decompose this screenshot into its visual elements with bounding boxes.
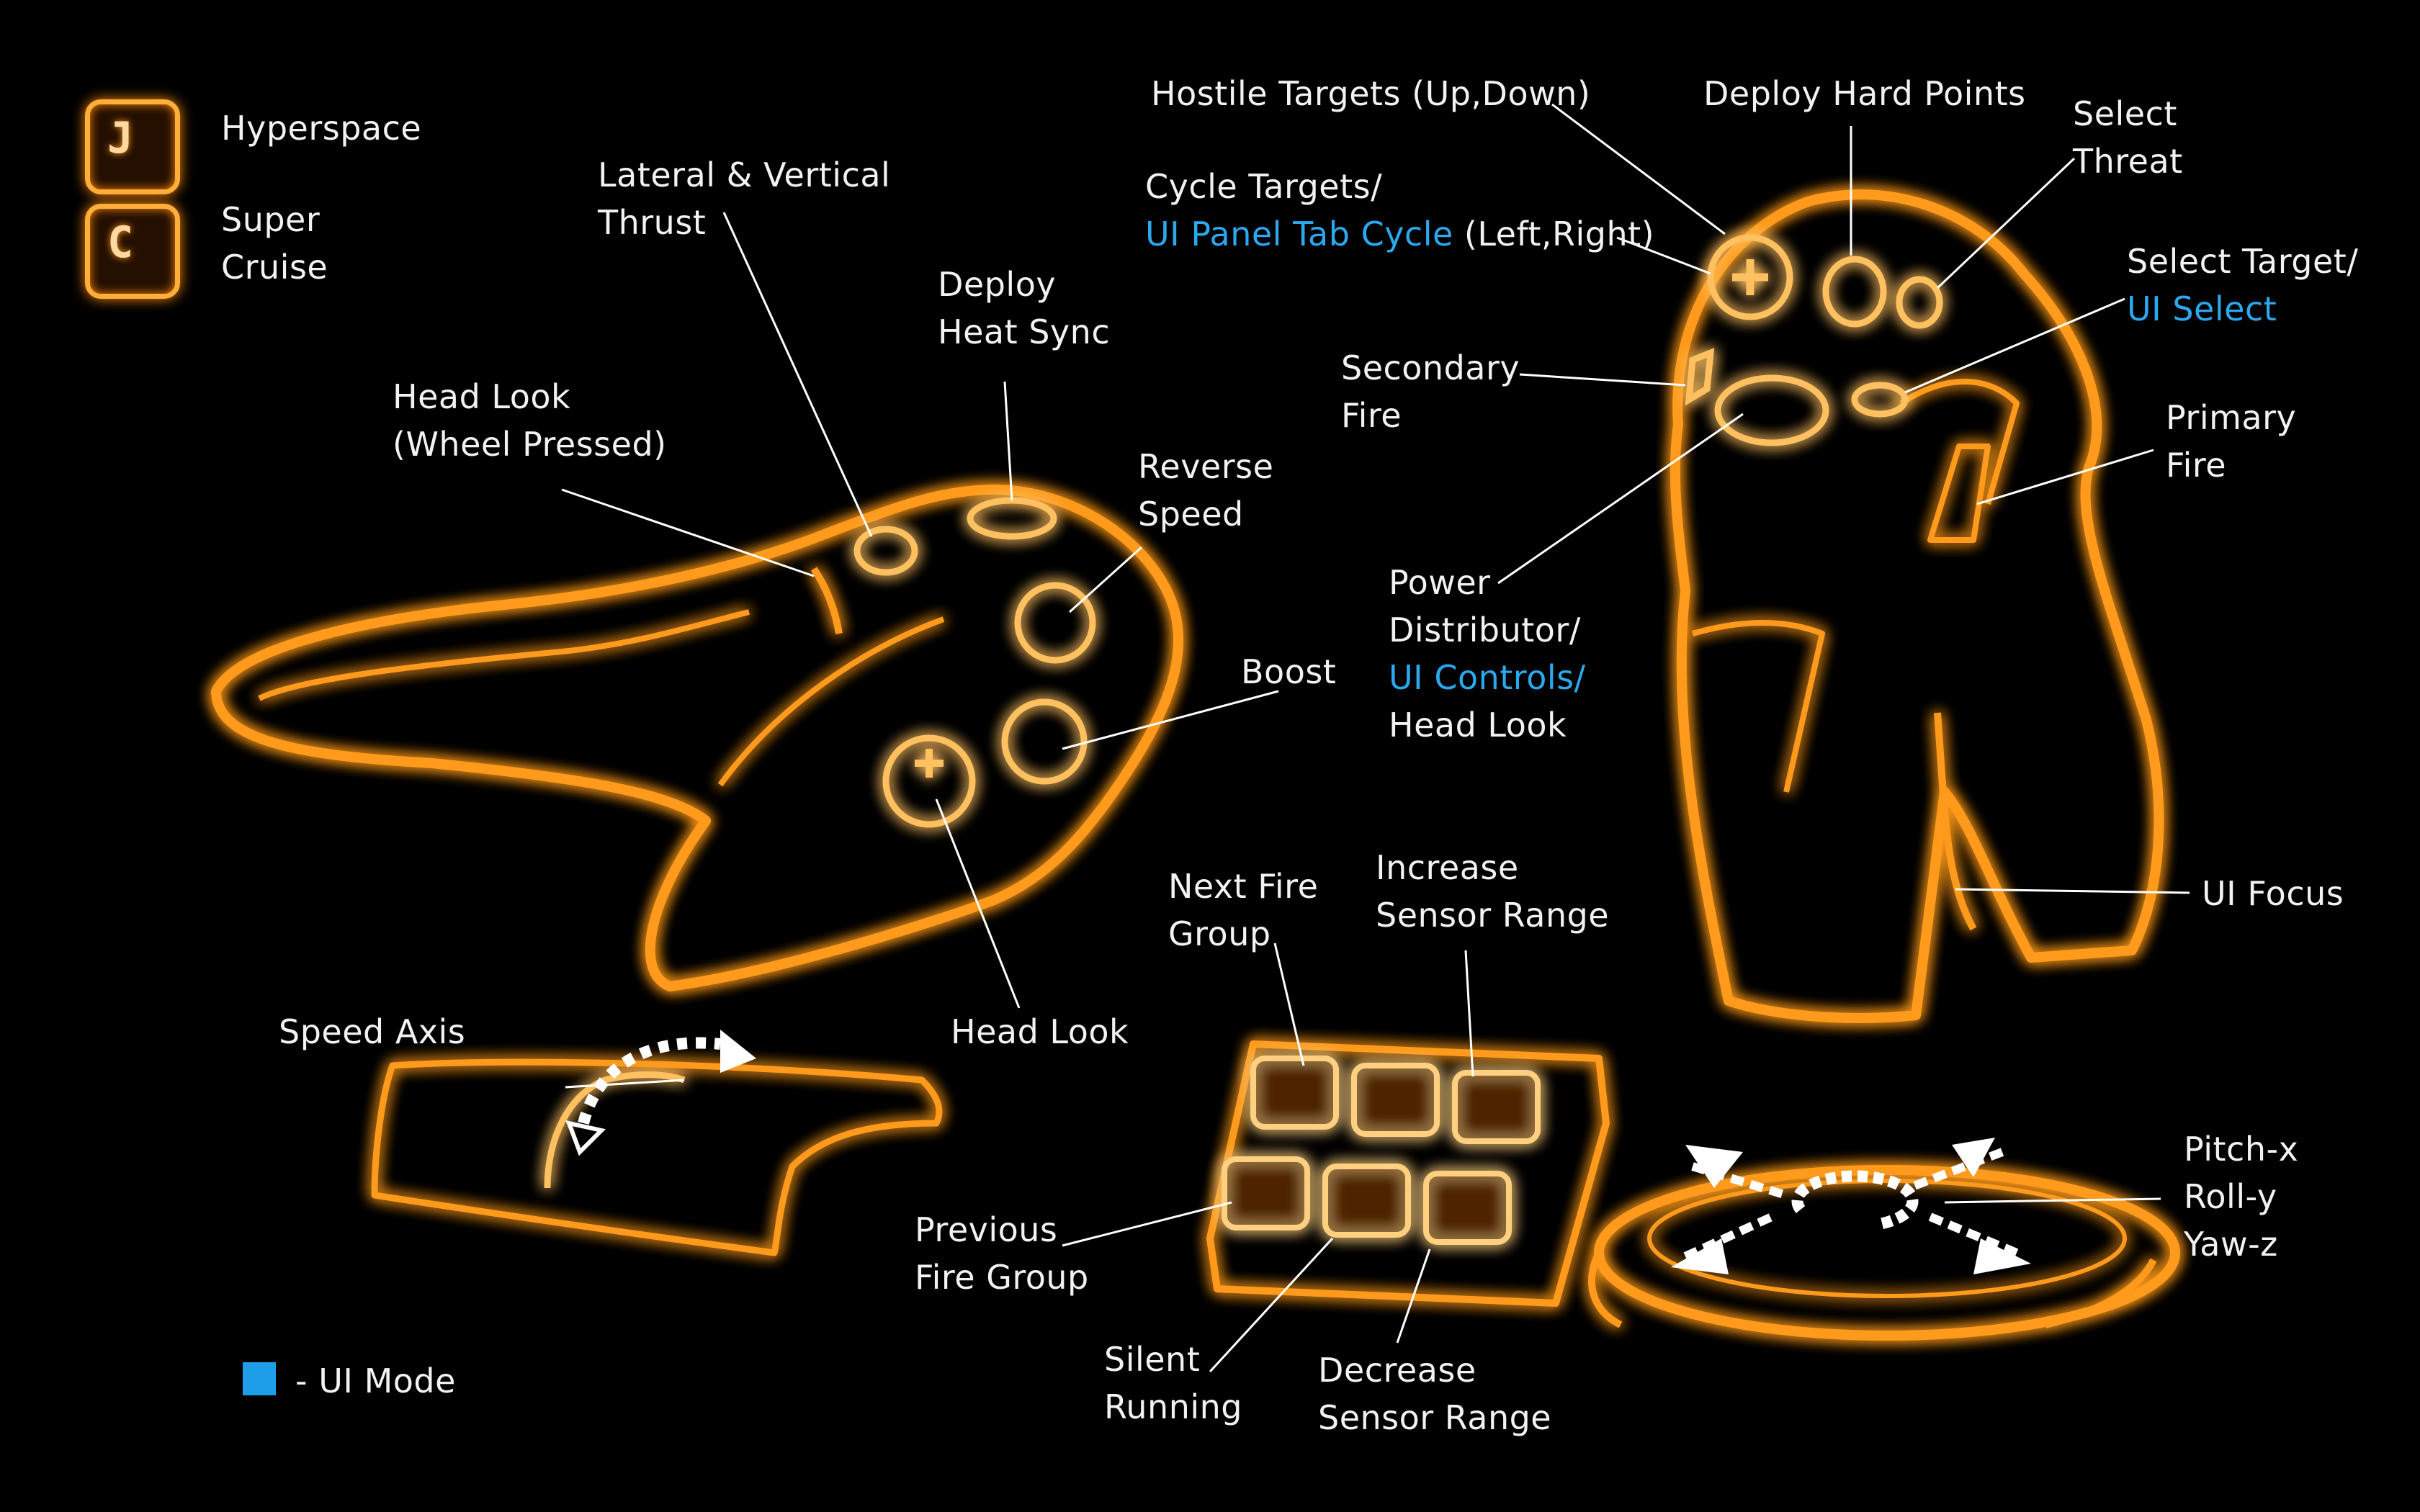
power-ui: UI Controls/: [1389, 654, 1586, 701]
heat-line2: Heat Sync: [938, 308, 1110, 356]
headlook-text: Head Look: [951, 1008, 1129, 1056]
supercruise-key-letter: C: [107, 217, 133, 268]
select-target-ui: UI Select: [2127, 285, 2358, 333]
primary-fire-label: Primary Fire: [2166, 394, 2296, 489]
reverse-line1: Reverse: [1138, 443, 1273, 490]
primary-line2: Fire: [2166, 441, 2296, 489]
ui-mode-swatch: [243, 1362, 276, 1395]
power-line2: Distributor/: [1389, 606, 1586, 654]
headlook-wheel-line2: (Wheel Pressed): [393, 420, 667, 468]
axis-pitch: Pitch-x: [2184, 1125, 2298, 1173]
supercruise-label: Super Cruise: [221, 196, 328, 291]
hyperspace-text: Hyperspace: [221, 104, 421, 152]
lateral-line2: Thrust: [598, 199, 890, 246]
decrease-line2: Sensor Range: [1318, 1394, 1551, 1441]
throttle-buttons: [857, 500, 1093, 824]
cycle-targets-label: Cycle Targets/ UI Panel Tab Cycle (Left,…: [1145, 163, 1654, 258]
supercruise-line1: Super: [221, 196, 328, 243]
speed-axis-arrow: [569, 1030, 756, 1152]
select-target-line1: Select Target/: [2127, 238, 2358, 285]
secondary-line1: Secondary: [1341, 344, 1520, 392]
boost-text: Boost: [1241, 648, 1336, 696]
power-line1: Power: [1389, 559, 1586, 606]
power-distributor-label: Power Distributor/ UI Controls/ Head Loo…: [1389, 559, 1586, 749]
lateral-line1: Lateral & Vertical: [598, 151, 890, 199]
primary-line1: Primary: [2166, 394, 2296, 441]
ui-focus-label: UI Focus: [2202, 870, 2344, 917]
axis-roll: Roll-y: [2184, 1173, 2298, 1220]
lateral-thrust-label: Lateral & Vertical Thrust: [598, 151, 890, 246]
hard-points-text: Deploy Hard Points: [1703, 70, 2026, 117]
axis-arrows: [1671, 1138, 2031, 1274]
reverse-speed-label: Reverse Speed: [1138, 443, 1273, 538]
ui-mode-text: - UI Mode: [295, 1357, 456, 1405]
headlook-wheel-label: Head Look (Wheel Pressed): [393, 373, 667, 468]
previous-line2: Fire Group: [915, 1254, 1089, 1301]
increase-range-label: Increase Sensor Range: [1376, 844, 1609, 939]
speed-axis-text: Speed Axis: [279, 1008, 465, 1056]
previous-line1: Previous: [915, 1206, 1089, 1254]
axes-label: Pitch-x Roll-y Yaw-z: [2184, 1125, 2298, 1268]
hard-points-label: Deploy Hard Points: [1703, 70, 2026, 117]
threat-line2: Threat: [2073, 138, 2183, 185]
silent-line1: Silent: [1104, 1336, 1242, 1383]
next-fire-line1: Next Fire: [1168, 863, 1318, 910]
heat-sync-label: Deploy Heat Sync: [938, 261, 1110, 356]
secondary-line2: Fire: [1341, 392, 1520, 439]
hostile-text: Hostile Targets (Up,Down): [1151, 70, 1590, 117]
decrease-range-label: Decrease Sensor Range: [1318, 1346, 1551, 1441]
headlook-label: Head Look: [951, 1008, 1129, 1056]
ui-mode-legend: - UI Mode: [295, 1357, 456, 1405]
supercruise-key: C: [85, 204, 180, 299]
headlook-wheel-line1: Head Look: [393, 373, 667, 420]
select-threat-label: Select Threat: [2073, 90, 2183, 185]
cycle-ui-text: UI Panel Tab Cycle: [1145, 215, 1453, 253]
silent-running-label: Silent Running: [1104, 1336, 1242, 1431]
hostile-targets-label: Hostile Targets (Up,Down): [1151, 70, 1590, 117]
ui-focus-text: UI Focus: [2202, 870, 2344, 917]
secondary-fire-label: Secondary Fire: [1341, 344, 1520, 439]
increase-line1: Increase: [1376, 844, 1609, 891]
supercruise-line2: Cruise: [221, 243, 328, 291]
hyperspace-label: Hyperspace: [221, 104, 421, 152]
joystick-base: [1592, 1170, 2175, 1336]
heat-line1: Deploy: [938, 261, 1110, 308]
throttle-body: [216, 490, 1178, 986]
next-fire-line2: Group: [1168, 910, 1318, 958]
hyperspace-key: J: [85, 99, 180, 194]
select-target-label: Select Target/ UI Select: [2127, 238, 2358, 333]
threat-line1: Select: [2073, 90, 2183, 138]
previous-fire-label: Previous Fire Group: [915, 1206, 1089, 1301]
increase-line2: Sensor Range: [1376, 891, 1609, 939]
axis-yaw: Yaw-z: [2184, 1220, 2298, 1268]
boost-label: Boost: [1241, 648, 1336, 696]
hyperspace-key-letter: J: [107, 113, 133, 163]
silent-line2: Running: [1104, 1383, 1242, 1431]
pad-keys: [1224, 1058, 1538, 1242]
speed-axis-label: Speed Axis: [279, 1008, 465, 1056]
decrease-line1: Decrease: [1318, 1346, 1551, 1394]
speed-axis-slab: [375, 1062, 939, 1253]
reverse-line2: Speed: [1138, 490, 1273, 538]
next-fire-label: Next Fire Group: [1168, 863, 1318, 958]
cycle-rest-text: (Left,Right): [1453, 215, 1654, 253]
cycle-line2: UI Panel Tab Cycle (Left,Right): [1145, 210, 1654, 258]
power-line4: Head Look: [1389, 701, 1586, 749]
cycle-line1: Cycle Targets/: [1145, 163, 1654, 210]
